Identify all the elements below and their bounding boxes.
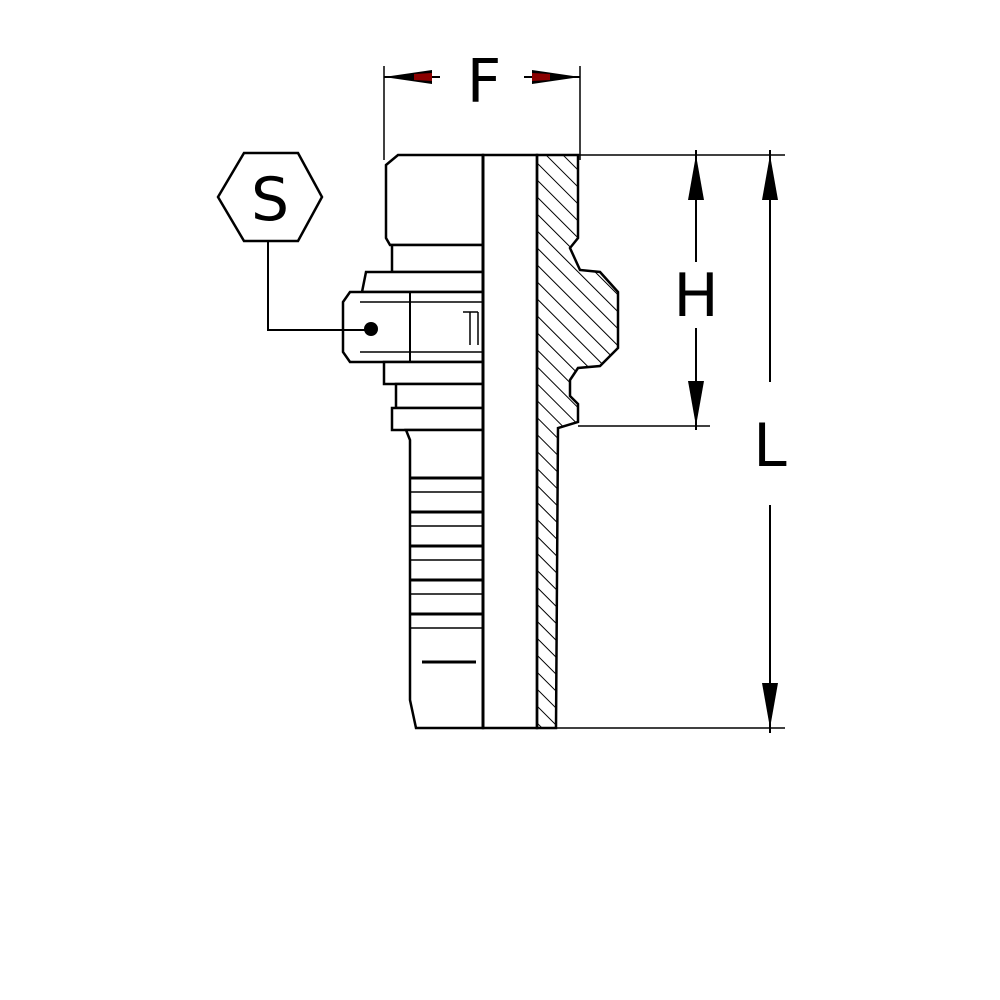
hex-symbol-label: S [251, 165, 289, 235]
thread-undercut [390, 243, 485, 274]
bore-channel [481, 153, 539, 730]
dimension-h: H [673, 150, 719, 430]
arrow-h-bottom [688, 381, 704, 426]
hex-leader-line [267, 241, 370, 331]
fitting-body [341, 153, 485, 730]
arrow-f-right [532, 70, 580, 84]
section-wall [535, 153, 620, 730]
lower-collar [382, 360, 485, 386]
hex-leader-dot [364, 322, 378, 336]
hex-symbol: S [216, 151, 378, 336]
hose-barbs [410, 476, 483, 664]
thread-section [384, 153, 485, 247]
body-neck [394, 382, 485, 410]
dim-l-label: L [753, 411, 787, 481]
arrow-l-bottom [762, 683, 778, 728]
dimension-f: F [383, 47, 581, 160]
arrow-l-top [762, 155, 778, 200]
arrow-f-left [384, 70, 432, 84]
dim-h-label: H [673, 261, 718, 331]
dim-f-label: F [467, 47, 502, 117]
ferrule-flange [390, 406, 485, 432]
dimension-l: L [753, 150, 787, 733]
arrow-h-top [688, 155, 704, 200]
hex-symbol-outline [216, 151, 324, 243]
upper-collar [360, 270, 485, 294]
